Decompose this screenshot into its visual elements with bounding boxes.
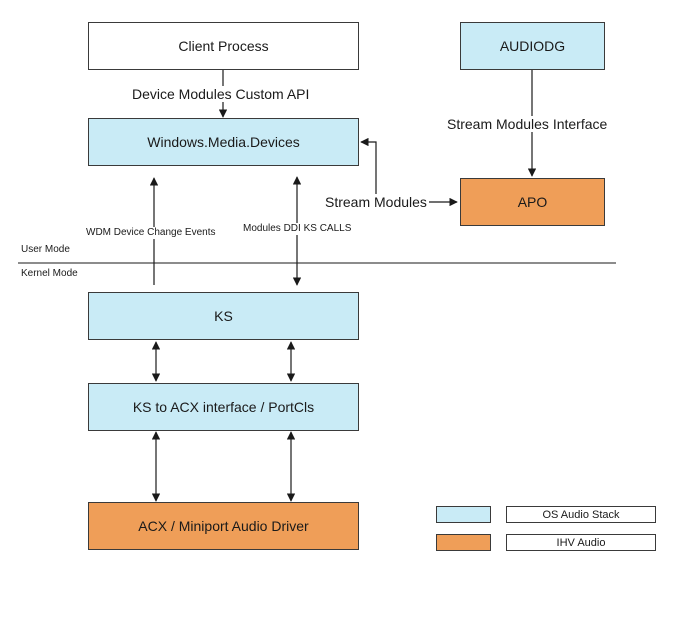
legend-label-os-audio-stack: OS Audio Stack xyxy=(542,508,620,521)
client-process-box: Client Process xyxy=(88,22,359,70)
client-process-label: Client Process xyxy=(178,38,269,54)
stream-modules-label: Stream Modules xyxy=(323,194,429,210)
legend-swatch-ihv-audio xyxy=(436,534,491,551)
apo-box: APO xyxy=(460,178,605,226)
legend-swatch-os-audio-stack xyxy=(436,506,491,523)
stream-modules-interface-label: Stream Modules Interface xyxy=(445,116,610,132)
legend-label-ihv-audio: IHV Audio xyxy=(556,536,606,549)
wdm-events-label: WDM Device Change Events xyxy=(86,227,216,239)
device-modules-api-label: Device Modules Custom API xyxy=(130,86,312,102)
ks-to-acx-label: KS to ACX interface / PortCls xyxy=(132,399,315,415)
ks-to-acx-box: KS to ACX interface / PortCls xyxy=(88,383,359,431)
audiodg-box: AUDIODG xyxy=(460,22,605,70)
modules-ddi-label: Modules DDI KS CALLS xyxy=(243,223,352,235)
kernel-mode-label: Kernel Mode xyxy=(21,268,78,279)
windows-media-devices-label: Windows.Media.Devices xyxy=(147,134,300,150)
arrow-stream-modules-to-wmd xyxy=(360,137,436,203)
user-mode-label: User Mode xyxy=(21,244,70,255)
legend-text-os-audio-stack: OS Audio Stack xyxy=(506,506,656,523)
audiodg-label: AUDIODG xyxy=(499,38,566,54)
apo-label: APO xyxy=(517,194,548,210)
acx-miniport-label: ACX / Miniport Audio Driver xyxy=(138,518,309,534)
ks-box: KS xyxy=(88,292,359,340)
acx-miniport-box: ACX / Miniport Audio Driver xyxy=(88,502,359,550)
legend-text-ihv-audio: IHV Audio xyxy=(506,534,656,551)
ks-label: KS xyxy=(214,308,233,324)
windows-media-devices-box: Windows.Media.Devices xyxy=(88,118,359,166)
